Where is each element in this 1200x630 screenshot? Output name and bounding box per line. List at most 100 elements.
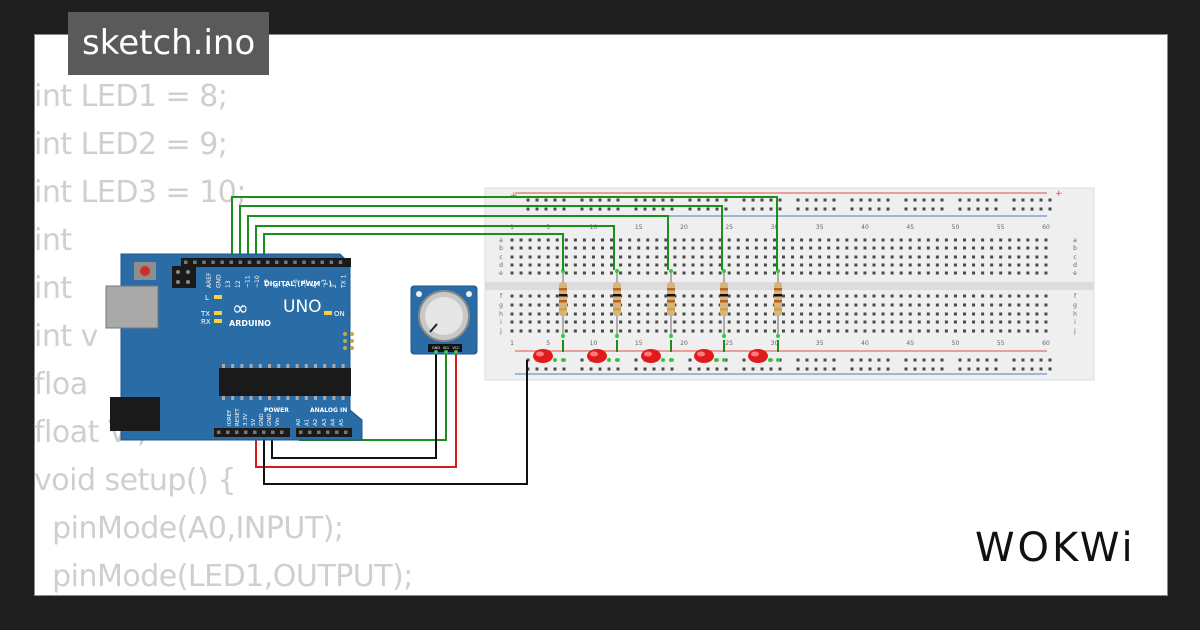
digital-pin-label: ~3 [321, 279, 328, 288]
breadboard-hole [754, 303, 758, 307]
breadboard-hole [917, 329, 921, 333]
breadboard-hole [528, 246, 532, 250]
breadboard-hole [510, 329, 514, 333]
breadboard-hole [1026, 246, 1030, 250]
breadboard-hole [691, 263, 695, 267]
breadboard-hole [800, 312, 804, 316]
breadboard-hole [953, 320, 957, 324]
rail-hole [796, 207, 800, 211]
breadboard-hole [546, 294, 550, 298]
breadboard-hole [655, 255, 659, 259]
column-number: 30 [771, 224, 779, 231]
breadboard-hole [1017, 294, 1021, 298]
rail-hole [607, 367, 611, 371]
breadboard-hole [1044, 303, 1048, 307]
row-letter: i [500, 319, 502, 326]
breadboard-hole [664, 320, 668, 324]
breadboard-hole [872, 303, 876, 307]
rail-hole [580, 198, 584, 202]
breadboard-hole [1017, 303, 1021, 307]
breadboard-hole [800, 263, 804, 267]
breadboard-hole [981, 255, 985, 259]
breadboard-hole [664, 312, 668, 316]
rail-hole [931, 358, 935, 362]
breadboard-hole [610, 263, 614, 267]
breadboard-hole [555, 320, 559, 324]
breadboard-hole [845, 255, 849, 259]
rail-hole [616, 207, 620, 211]
row-letter: b [1073, 245, 1077, 252]
row-letter: a [499, 237, 503, 244]
breadboard-hole [727, 255, 731, 259]
breadboard-hole [772, 246, 776, 250]
breadboard-hole [763, 329, 767, 333]
breadboard-hole [519, 329, 523, 333]
rail-hole [607, 198, 611, 202]
breadboard-hole [791, 238, 795, 242]
column-number: 60 [1042, 340, 1050, 347]
breadboard-hole [953, 303, 957, 307]
breadboard-hole [782, 255, 785, 259]
breadboard-hole [854, 329, 858, 333]
led-group [533, 349, 780, 363]
breadboard-hole [845, 320, 849, 324]
rail-hole [670, 207, 674, 211]
breadboard-hole [854, 246, 858, 250]
rail-hole [697, 198, 701, 202]
wokwi-logo: WOKWi [975, 525, 1136, 571]
rail-hole [1012, 358, 1016, 362]
rail-hole [832, 207, 836, 211]
digital-pin-label: ~5 [302, 279, 309, 288]
breadboard-hole [953, 238, 957, 242]
breadboard-hole [809, 303, 813, 307]
rail-hole [1039, 358, 1043, 362]
rail-hole [976, 358, 980, 362]
breadboard-hole [528, 263, 532, 267]
breadboard-hole [601, 312, 604, 316]
breadboard-hole [926, 329, 930, 333]
breadboard-hole [872, 246, 876, 250]
breadboard-hole [963, 238, 966, 242]
breadboard-hole [700, 312, 704, 316]
rail-hole [1030, 207, 1034, 211]
digital-pin-label: ~9 [264, 279, 271, 288]
wire-vcc-pot [255, 352, 457, 468]
breadboard-hole [1008, 294, 1012, 298]
breadboard-hole [800, 329, 804, 333]
breadboard-hole [700, 263, 704, 267]
rail-hole [904, 207, 908, 211]
breadboard-hole [953, 263, 957, 267]
row-letter: b [499, 245, 503, 252]
rail-hole [778, 207, 782, 211]
breadboard-hole [990, 255, 994, 259]
breadboard-hole [1026, 263, 1030, 267]
breadboard-hole [872, 238, 876, 242]
breadboard-hole [637, 329, 641, 333]
rail-hole [976, 207, 980, 211]
breadboard-hole [1035, 312, 1039, 316]
breadboard-hole [682, 312, 686, 316]
breadboard-hole [519, 255, 523, 259]
breadboard-hole [854, 294, 858, 298]
breadboard-hole [610, 238, 614, 242]
breadboard-hole [700, 238, 704, 242]
breadboard-hole [782, 238, 785, 242]
breadboard-hole [519, 312, 523, 316]
breadboard-hole [736, 329, 740, 333]
rail-hole [688, 198, 692, 202]
rail-hole [643, 198, 647, 202]
breadboard-hole [1026, 271, 1030, 275]
breadboard-hole [628, 255, 632, 259]
breadboard-hole [673, 312, 677, 316]
breadboard-hole [591, 320, 595, 324]
breadboard-hole [818, 263, 822, 267]
breadboard-hole [619, 320, 623, 324]
breadboard-hole [845, 329, 849, 333]
rail-hole [994, 367, 998, 371]
breadboard-hole [700, 329, 704, 333]
row-letter: e [499, 270, 503, 277]
breadboard-hole [637, 263, 641, 267]
rail-hole [562, 207, 566, 211]
breadboard-hole [1035, 329, 1039, 333]
